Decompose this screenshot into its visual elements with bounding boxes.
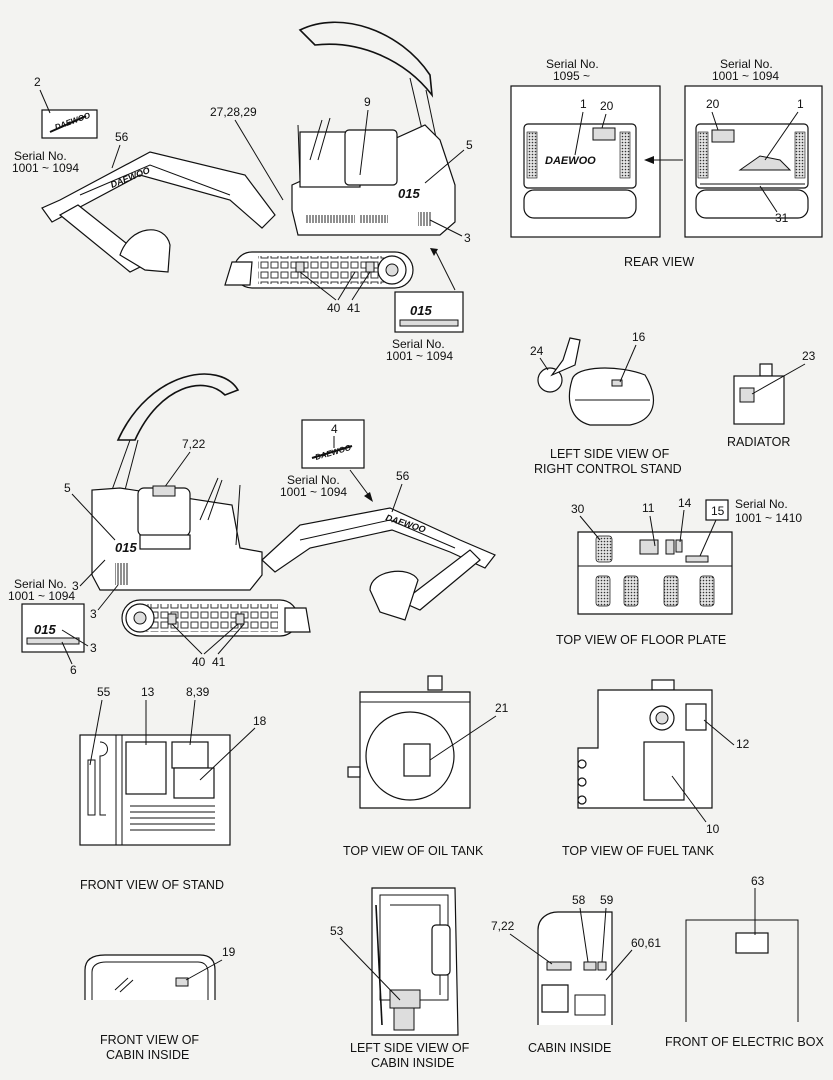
callout-1-rear-left: 1: [580, 97, 587, 111]
serial-top-decal-line2: 1001 ~ 1094: [386, 349, 453, 363]
callout-60-61: 60,61: [631, 936, 661, 950]
floor-plate-view: 30 11 14 15 Serial No. 1001 ~ 1410 TOP V…: [556, 496, 802, 647]
serial-mid-logo-line1: Serial No.: [287, 473, 340, 487]
callout-20-rear-right: 20: [706, 97, 720, 111]
callout-18: 18: [253, 714, 267, 728]
excavator-side-view-lower: 015 DAEWOO: [91, 373, 496, 637]
callout-41-lower: 41: [212, 655, 226, 669]
callout-31: 31: [775, 211, 789, 225]
logo-decal-box-middle: 4 DAEWOO Serial No. 1001 ~ 1094: [280, 419, 373, 502]
caption-oil-tank: TOP VIEW OF OIL TANK: [343, 844, 484, 858]
callout-1-rear-right: 1: [797, 97, 804, 111]
callout-19: 19: [222, 945, 236, 959]
caption-electric-box: FRONT OF ELECTRIC BOX: [665, 1035, 824, 1049]
callout-20-rear-left: 20: [600, 99, 614, 113]
serial-rear-left-line2: 1095 ~: [553, 69, 590, 83]
radiator-view: 23 RADIATOR: [727, 349, 816, 449]
callouts-middle: 7,22 5 56 3 3 Serial No. 1001 ~ 1094 015…: [8, 437, 410, 677]
callout-5-lower: 5: [64, 481, 71, 495]
callout-21: 21: [495, 701, 509, 715]
caption-left-side-control-1: LEFT SIDE VIEW OF: [550, 447, 670, 461]
callout-55: 55: [97, 685, 111, 699]
callout-5-upper: 5: [466, 138, 473, 152]
callout-7-22-cabin: 7,22: [491, 919, 515, 933]
caption-fuel-tank: TOP VIEW OF FUEL TANK: [562, 844, 715, 858]
callouts-top: 2 Serial No. 1001 ~ 1094 56 27,28,29 9 5…: [12, 75, 473, 363]
callout-7-22-middle: 7,22: [182, 437, 206, 451]
callout-59: 59: [600, 893, 614, 907]
caption-cabin-left-1: LEFT SIDE VIEW OF: [350, 1041, 470, 1055]
model-decal-015-lower: 015: [115, 540, 137, 555]
callout-16: 16: [632, 330, 646, 344]
callout-11: 11: [642, 501, 655, 515]
callout-15: 15: [711, 504, 725, 518]
rear-logo-1095: DAEWOO: [545, 155, 596, 167]
callout-13: 13: [141, 685, 155, 699]
cabin-front-inside-view: 19 FRONT VIEW OF CABIN INSIDE: [84, 945, 236, 1062]
caption-left-side-control-2: RIGHT CONTROL STAND: [534, 462, 682, 476]
callout-40-lower: 40: [192, 655, 206, 669]
callout-2: 2: [34, 75, 41, 89]
callout-53: 53: [330, 924, 344, 938]
stand-front-view: 55 13 8,39 18 FRONT VIEW OF STAND: [79, 685, 267, 892]
serial-mid-left-line2: 1001 ~ 1094: [8, 589, 75, 603]
callout-58: 58: [572, 893, 586, 907]
excavator-side-view-upper: 015 DAEWOO: [41, 21, 456, 289]
caption-cabin-left-2: CABIN INSIDE: [371, 1056, 454, 1070]
caption-stand-front: FRONT VIEW OF STAND: [80, 878, 224, 892]
callout-3-lower-a: 3: [72, 579, 79, 593]
fuel-tank-view: 12 10 TOP VIEW OF FUEL TANK: [562, 679, 750, 858]
callout-3-lower-c: 3: [90, 641, 97, 655]
model-decal-015-box-lower: 015: [34, 622, 56, 637]
callout-3-upper: 3: [464, 231, 471, 245]
serial-top-logo-line2: 1001 ~ 1094: [12, 161, 79, 175]
logo-decal-box-top: DAEWOO: [41, 109, 98, 139]
caption-radiator: RADIATOR: [727, 435, 790, 449]
callout-3-lower-b: 3: [90, 607, 97, 621]
oil-tank-view: 21 TOP VIEW OF OIL TANK: [343, 675, 509, 858]
callout-6: 6: [70, 663, 77, 677]
model-decal-015-box-top: 015: [410, 303, 432, 318]
callout-27-28-29: 27,28,29: [210, 105, 257, 119]
serial-mid-left-line1: Serial No.: [14, 577, 67, 591]
callout-23: 23: [802, 349, 816, 363]
serial-rear-right-line1: Serial No.: [720, 57, 773, 71]
callout-30: 30: [571, 502, 585, 516]
caption-cabin-front-1: FRONT VIEW OF: [100, 1033, 199, 1047]
cabin-left-inside-view: 53 LEFT SIDE VIEW OF CABIN INSIDE: [330, 887, 470, 1070]
cabin-inside-view: 7,22 58 59 60,61 CABIN INSIDE: [491, 893, 661, 1055]
callout-12: 12: [736, 737, 750, 751]
caption-cabin-front-2: CABIN INSIDE: [106, 1048, 189, 1062]
callout-8-39: 8,39: [186, 685, 210, 699]
callout-40-upper: 40: [327, 301, 341, 315]
serial-rear-right-line2: 1001 ~ 1094: [712, 69, 779, 83]
caption-cabin-inside: CABIN INSIDE: [528, 1041, 611, 1055]
model-decal-015-upper: 015: [398, 186, 420, 201]
callout-14: 14: [678, 496, 692, 510]
callout-63: 63: [751, 874, 765, 888]
serial-top-decal-line1: Serial No.: [392, 337, 445, 351]
serial-floor-line1: Serial No.: [735, 497, 788, 511]
electric-box-view: 63 FRONT OF ELECTRIC BOX: [665, 874, 824, 1049]
control-stand-view: 24 16 LEFT SIDE VIEW OF RIGHT CONTROL ST…: [530, 330, 682, 476]
caption-floor-plate: TOP VIEW OF FLOOR PLATE: [556, 633, 726, 647]
serial-rear-left-line1: Serial No.: [546, 57, 599, 71]
callout-24: 24: [530, 344, 544, 358]
callout-56-lower: 56: [396, 469, 410, 483]
serial-floor-line2: 1001 ~ 1410: [735, 511, 802, 525]
callout-10: 10: [706, 822, 720, 836]
serial-mid-logo-line2: 1001 ~ 1094: [280, 485, 347, 499]
callout-9: 9: [364, 95, 371, 109]
caption-rear-view: REAR VIEW: [624, 255, 694, 269]
serial-top-logo-line1: Serial No.: [14, 149, 67, 163]
callout-56-upper: 56: [115, 130, 129, 144]
callout-41-upper: 41: [347, 301, 361, 315]
callout-4: 4: [331, 422, 338, 436]
rear-view-group: Serial No. 1095 ~ Serial No. 1001 ~ 1094…: [510, 57, 823, 269]
